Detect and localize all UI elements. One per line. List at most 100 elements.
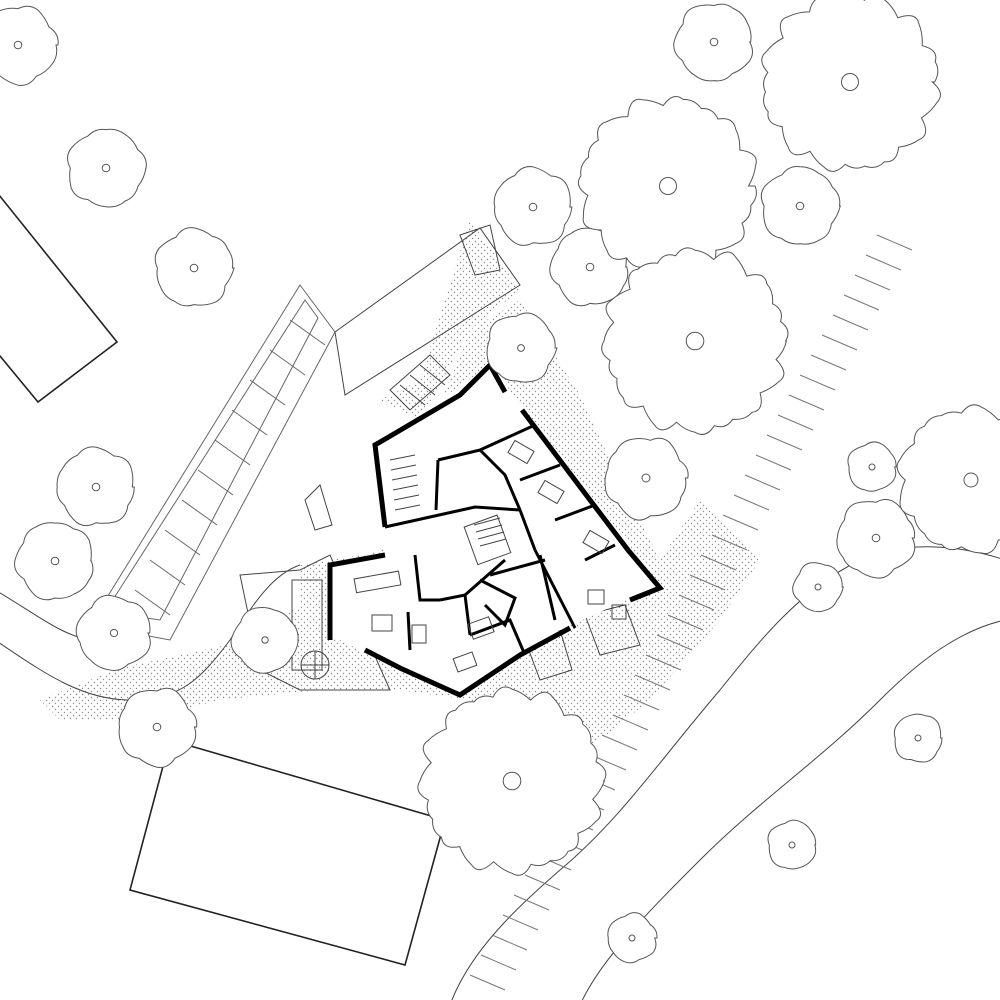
tree-trunk bbox=[189, 263, 199, 273]
parking-stripe bbox=[832, 314, 869, 331]
tree-trunk bbox=[641, 473, 651, 483]
tree-crown bbox=[760, 165, 841, 245]
parking-stripe bbox=[601, 734, 638, 751]
tree-crown bbox=[67, 128, 147, 208]
tree-t25 bbox=[607, 912, 658, 964]
tree-t24 bbox=[767, 819, 817, 870]
tree-trunk bbox=[628, 934, 636, 942]
tree-crown bbox=[847, 441, 897, 492]
parking-stripe bbox=[645, 654, 682, 671]
tree-trunk bbox=[868, 463, 876, 471]
parking-stripe bbox=[689, 574, 726, 591]
parking-stripe bbox=[491, 934, 528, 951]
parking-stripe bbox=[524, 874, 561, 891]
tree-t18 bbox=[847, 441, 897, 492]
parking-stripe bbox=[623, 694, 660, 711]
tree-trunk bbox=[91, 482, 101, 492]
tree-trunk bbox=[13, 40, 23, 50]
parking-stripe bbox=[854, 274, 891, 291]
parking-stripe bbox=[766, 434, 803, 451]
tree-t10 bbox=[493, 166, 573, 246]
tree-trunk bbox=[788, 841, 796, 849]
tree-t17 bbox=[604, 437, 689, 521]
tree-t8 bbox=[230, 607, 299, 674]
tree-t15 bbox=[760, 165, 841, 245]
tree-trunk bbox=[659, 177, 677, 195]
parking-stripe bbox=[755, 454, 792, 471]
tree-t19 bbox=[836, 499, 916, 579]
parking-stripe bbox=[469, 974, 506, 991]
parking-stripe bbox=[667, 614, 704, 631]
parking-stripe bbox=[502, 914, 539, 931]
parking-stripe bbox=[722, 514, 759, 531]
tree-t20 bbox=[896, 404, 1000, 555]
tree-t5 bbox=[14, 522, 94, 601]
tree-crown bbox=[56, 446, 135, 527]
parking-stripe bbox=[810, 354, 847, 371]
trees bbox=[0, 0, 1000, 964]
tree-trunk bbox=[528, 202, 538, 212]
parking-stripe bbox=[678, 594, 715, 611]
tree-crown bbox=[493, 166, 573, 246]
parking-stripe bbox=[612, 714, 649, 731]
parking-stripe bbox=[788, 394, 825, 411]
tree-crown bbox=[230, 607, 299, 674]
tree-t6 bbox=[75, 594, 151, 671]
tree-crown bbox=[761, 0, 941, 172]
tree-crown bbox=[792, 562, 844, 613]
tree-crown bbox=[607, 912, 658, 964]
tree-crown bbox=[604, 437, 689, 521]
tree-crown bbox=[0, 5, 59, 86]
tree-crown bbox=[75, 594, 151, 671]
entrance-canopy-north bbox=[389, 354, 451, 411]
parking-stripe bbox=[744, 474, 781, 491]
tree-trunk bbox=[709, 37, 719, 47]
tree-t22 bbox=[417, 686, 607, 876]
parking-stripe bbox=[876, 234, 913, 251]
tree-trunk bbox=[585, 262, 595, 272]
tree-crown bbox=[893, 713, 943, 763]
neighbour-building-south bbox=[129, 739, 446, 966]
parking-stripe bbox=[733, 494, 770, 511]
tree-crown bbox=[601, 247, 789, 435]
parking-stripe bbox=[843, 294, 880, 311]
tree-t1 bbox=[0, 5, 59, 86]
parking-stripe bbox=[821, 334, 858, 351]
tree-trunk bbox=[914, 734, 922, 742]
tree-t13 bbox=[761, 0, 941, 172]
tree-trunk bbox=[871, 533, 881, 543]
parking-stripe bbox=[711, 534, 748, 551]
tree-crown bbox=[836, 499, 916, 579]
tree-trunk bbox=[517, 344, 525, 352]
parking-stripe bbox=[634, 674, 671, 691]
tree-t2 bbox=[67, 128, 147, 208]
tree-trunk bbox=[841, 73, 859, 91]
tree-crown bbox=[896, 404, 1000, 555]
tree-crown bbox=[417, 686, 607, 876]
parking-stripe bbox=[700, 554, 737, 571]
tree-t9 bbox=[486, 312, 558, 383]
tree-t21 bbox=[792, 562, 844, 613]
main-building bbox=[327, 360, 665, 698]
neighbour-building-north-west bbox=[0, 194, 119, 404]
tree-t12 bbox=[673, 3, 753, 82]
tree-trunk bbox=[261, 636, 269, 644]
parking-stripe bbox=[513, 894, 550, 911]
tree-trunk bbox=[152, 722, 162, 732]
parking-stripe bbox=[656, 634, 693, 651]
tree-crown bbox=[154, 227, 235, 307]
parking-stripe bbox=[799, 374, 836, 391]
tree-trunk bbox=[685, 331, 705, 351]
tree-t16 bbox=[601, 247, 789, 435]
tree-trunk bbox=[101, 163, 111, 173]
parking-stripe bbox=[865, 254, 902, 271]
tree-trunk bbox=[50, 556, 60, 566]
parking-stripe bbox=[480, 954, 517, 971]
parking-stripe bbox=[777, 414, 814, 431]
tree-t7 bbox=[118, 687, 198, 769]
tree-trunk bbox=[963, 472, 979, 488]
parking-stalls-west bbox=[89, 224, 521, 641]
tree-trunk bbox=[502, 771, 522, 791]
tree-t23 bbox=[893, 713, 943, 763]
tree-t3 bbox=[154, 227, 235, 307]
